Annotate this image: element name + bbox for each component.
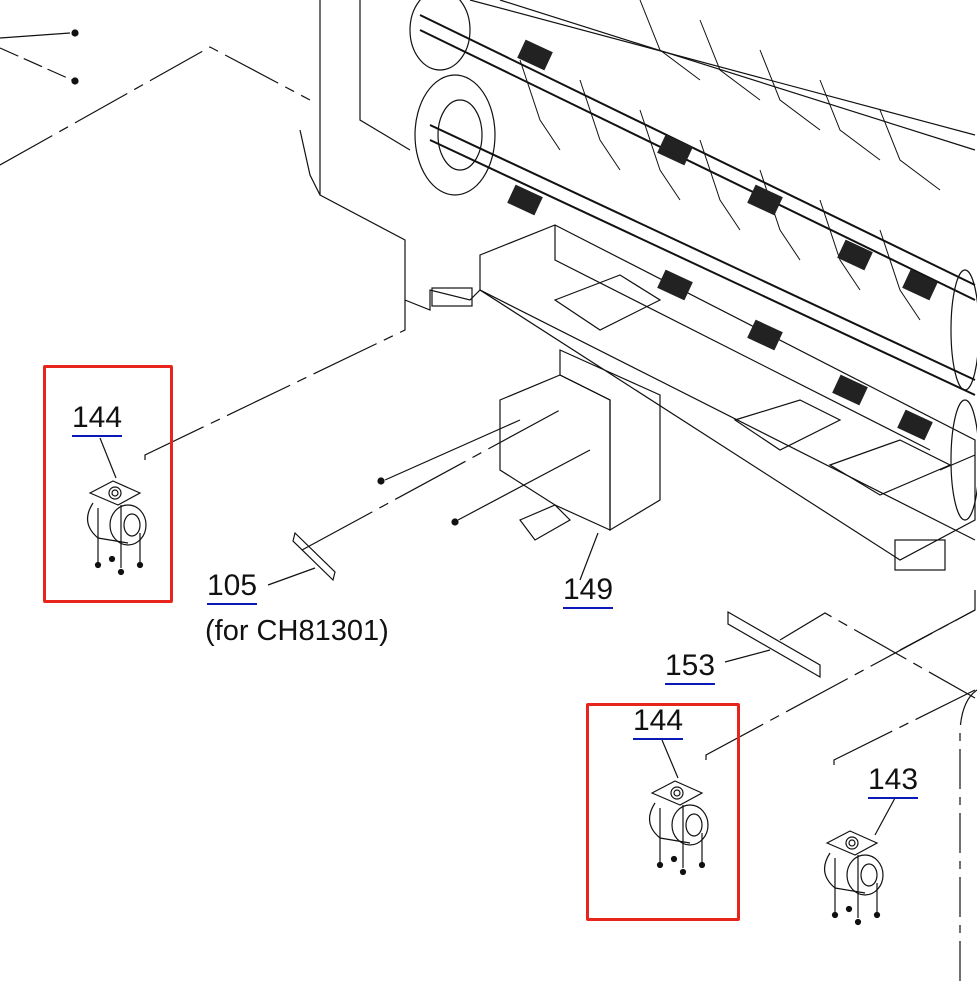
screws-top-left (0, 29, 311, 166)
callout-number: 144 (633, 704, 684, 737)
callout-105[interactable]: 105 (207, 569, 258, 605)
printer-frame (299, 0, 977, 571)
outline-dashed (959, 689, 977, 987)
callout-number: 105 (207, 569, 258, 602)
callout-number: 153 (665, 649, 716, 682)
callout-number: 149 (563, 573, 614, 606)
callout-143[interactable]: 143 (868, 763, 919, 799)
highlight-box-144-left (43, 365, 173, 603)
part-105-strip (267, 409, 561, 586)
caster-143 (823, 830, 884, 926)
callout-144-left[interactable]: 144 (72, 401, 123, 437)
callout-153[interactable]: 153 (665, 649, 716, 685)
callout-149[interactable]: 149 (563, 573, 614, 609)
part-149-bracket (377, 349, 661, 581)
callout-number: 143 (868, 763, 919, 796)
callout-105-note: (for CH81301) (205, 615, 389, 647)
callout-number: 144 (72, 401, 123, 434)
highlight-box-144-right (586, 703, 740, 921)
callout-144-right[interactable]: 144 (633, 704, 684, 740)
part-153-strip (724, 590, 976, 699)
